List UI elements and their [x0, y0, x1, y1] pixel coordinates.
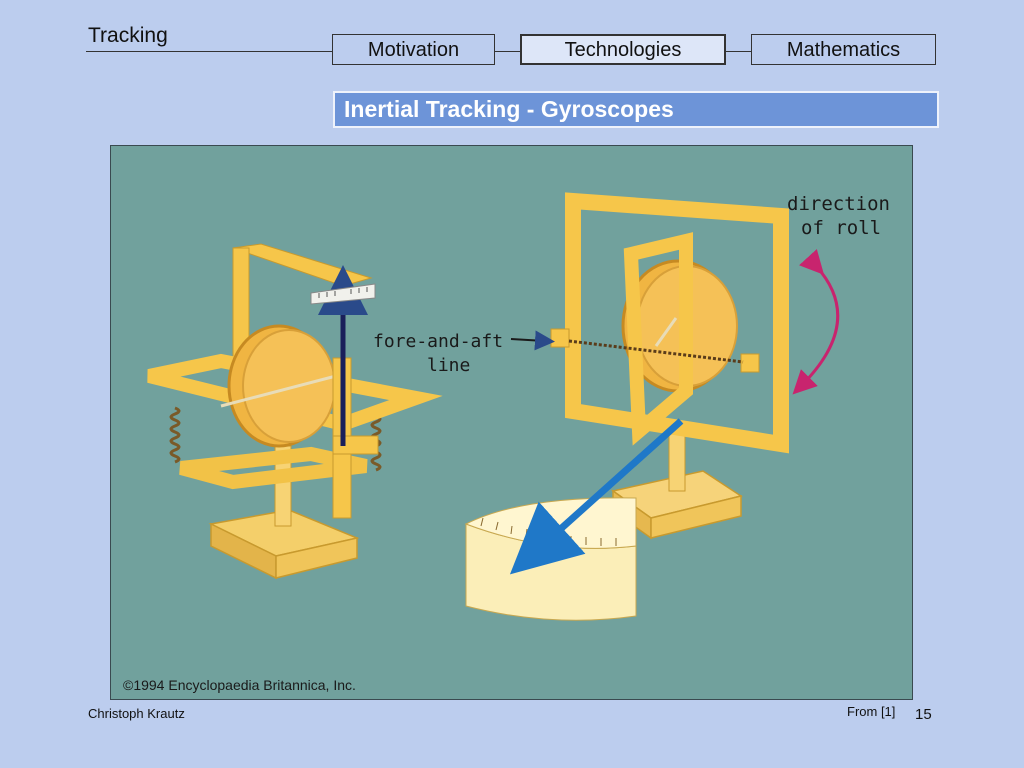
tab-motivation[interactable]: Motivation	[332, 34, 495, 65]
copyright-notice: ©1994 Encyclopaedia Britannica, Inc.	[123, 677, 356, 693]
nav-connector	[725, 51, 751, 52]
slide-title: Inertial Tracking - Gyroscopes	[333, 91, 939, 128]
header-rule	[86, 51, 334, 52]
footer-reference: From [1]	[847, 704, 896, 719]
right-gyroscope	[464, 192, 840, 621]
label-direction: direction	[787, 193, 890, 215]
page-number: 15	[915, 706, 932, 723]
footer-author: Christoph Krautz	[88, 706, 185, 721]
section-title: Tracking	[88, 24, 168, 47]
label-line: line	[427, 355, 470, 376]
tab-technologies[interactable]: Technologies	[520, 34, 726, 65]
label-fore-and-aft: fore-and-aft	[373, 331, 503, 352]
tab-mathematics[interactable]: Mathematics	[751, 34, 936, 65]
label-of-roll: of roll	[801, 217, 881, 239]
gyroscope-illustration: direction of roll fore-and-aft line ©199…	[110, 145, 913, 700]
left-gyroscope	[147, 243, 443, 580]
nav-connector	[495, 51, 521, 52]
